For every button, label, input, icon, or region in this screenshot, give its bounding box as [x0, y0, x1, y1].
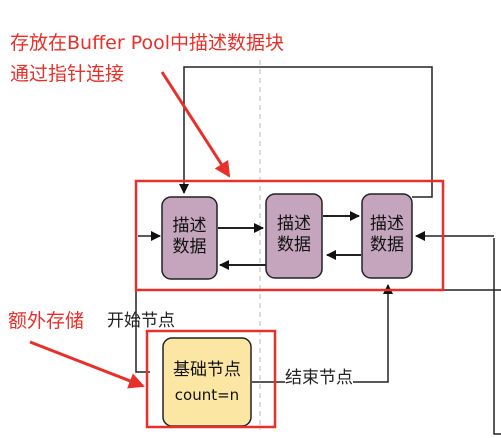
top-note-line-2: 通过指针连接 — [10, 63, 125, 85]
base-node-count: count=n — [174, 386, 240, 404]
desc-block-2 — [265, 193, 323, 279]
pointer-into-block-3 — [493, 238, 501, 435]
base-node-box — [162, 337, 252, 427]
desc-block-1-label: 描述 数据 — [172, 216, 207, 258]
red-arrow-to-desc-group — [160, 71, 231, 178]
desc-block-3-label: 描述 数据 — [370, 214, 404, 256]
extra-storage-note: 额外存储 — [8, 310, 85, 332]
start-node-label: 开始节点 — [107, 311, 175, 331]
highlight-desc-group — [134, 179, 445, 292]
highlight-base-node — [145, 329, 277, 429]
top-note-line-1: 存放在Buffer Pool中描述数据块 — [10, 32, 285, 54]
desc-block-1 — [161, 196, 218, 280]
desc-block-3 — [361, 193, 413, 279]
end-node-label: 结束节点 — [285, 368, 353, 389]
pointer-top-loop — [179, 66, 433, 198]
red-arrow-to-base-node — [29, 340, 145, 389]
desc-block-2-label: 描述 数据 — [277, 214, 311, 256]
base-node-title: 基础节点 — [173, 360, 241, 380]
